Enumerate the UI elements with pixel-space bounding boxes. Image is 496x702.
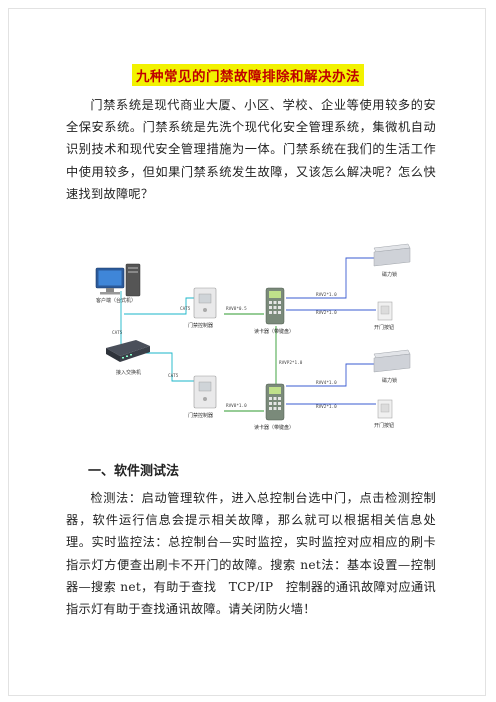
access-controller-2: 门禁控制器 [188, 375, 217, 419]
cable-ctrl2-reader: RVV8*1.0 [226, 403, 247, 409]
magnetic-lock-2: 磁力锁 [373, 349, 411, 384]
reader2-label: 读卡器（带键盘） [254, 424, 294, 431]
cat5-label-b: CAT5 [180, 306, 191, 312]
network-lines [120, 291, 194, 382]
network-switch: 接入交换机 [106, 340, 150, 376]
button2-label: 开门按钮 [374, 422, 394, 429]
switch-label: 接入交换机 [116, 369, 141, 376]
intro-paragraph: 门禁系统是现代商业大厦、小区、学校、企业等使用较多的安全保安系统。门禁系统是先洗… [66, 98, 436, 201]
cable-reader2-button: RVV2*1.0 [316, 404, 337, 410]
document-title: 九种常见的门禁故障排除和解决办法 [132, 64, 364, 86]
lock2-label: 磁力锁 [382, 377, 397, 384]
page-border [8, 8, 486, 696]
client-computer: 客户端（台式机） [95, 263, 141, 304]
access-control-diagram: 客户端（台式机） CAT5 CAT5 CAT5 接入交换机 门禁控制器 门禁控制… [95, 243, 411, 431]
cable-ctrl1-reader: RVV8*0.5 [226, 306, 247, 312]
title-wrap: 九种常见的门禁故障排除和解决办法 [0, 64, 496, 86]
cable-reader1-button: RVV2*1.0 [316, 310, 337, 316]
cat5-label-a: CAT5 [112, 330, 123, 336]
exit-button-2: 开门按钮 [374, 399, 394, 429]
cable-reader2-lock: RVV4*1.0 [316, 380, 337, 386]
card-reader-1: 读卡器（带键盘） [254, 287, 294, 335]
section1-body: 检测法：启动管理软件，进入总控制台选中门，点击检测控制器，软件运行信息会提示相关… [66, 491, 436, 617]
controller2-label: 门禁控制器 [188, 412, 213, 419]
card-reader-2: 读卡器（带键盘） [254, 383, 294, 431]
access-controller-1: 门禁控制器 [188, 287, 217, 329]
magnetic-lock-1: 磁力锁 [373, 243, 411, 278]
section1-heading: 一、软件测试法 [88, 464, 180, 479]
reader1-label: 读卡器（带键盘） [254, 328, 294, 335]
cable-reader-link: RVVP2*1.0 [279, 360, 303, 366]
cat5-label-c: CAT5 [168, 373, 179, 379]
device-lines [286, 257, 376, 405]
exit-button-1: 开门按钮 [374, 301, 394, 331]
cable-reader1-lock: RVV2*1.0 [316, 292, 337, 298]
button1-label: 开门按钮 [374, 324, 394, 331]
client-label: 客户端（台式机） [96, 297, 136, 304]
controller1-label: 门禁控制器 [188, 322, 213, 329]
lock1-label: 磁力锁 [382, 271, 397, 278]
